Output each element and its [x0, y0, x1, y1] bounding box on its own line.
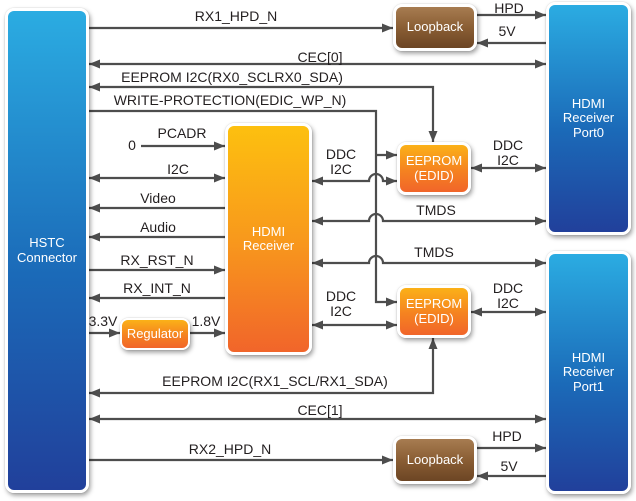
eeprom-top-label-line1: EEPROM	[405, 153, 463, 168]
regulator-label: Regulator	[126, 325, 184, 341]
signal-label-tmds-port0: TMDS	[416, 202, 456, 218]
signal-label-eeprom-i2c-rx0: EEPROM I2C(RX0_SCLRX0_SDA)	[121, 69, 343, 85]
block-hdmi-receiver-port0: HDMI Receiver Port0	[546, 2, 631, 235]
port1-label-line1: HDMI	[571, 349, 606, 365]
eeprom-bottom-label-line2: (EDID)	[414, 310, 454, 326]
signal-label-cec1: CEC[1]	[297, 402, 343, 418]
ddc-line: DDC	[492, 137, 524, 153]
signal-label-audio: Audio	[140, 219, 176, 235]
signal-label-video: Video	[140, 190, 176, 206]
signal-label-hpd-top: HPD	[494, 0, 524, 16]
signal-label-5v-bottom: 5V	[500, 458, 518, 474]
signal-label-5v-top: 5V	[498, 23, 516, 39]
signal-label-ddc-i2c-receiver-top: DDC I2C	[326, 147, 356, 177]
line-eeprom-i2c-rx0	[89, 82, 438, 142]
block-hstc-connector: HSTC Connector	[5, 8, 89, 493]
i2c-line: I2C	[330, 303, 352, 319]
signal-label-rx1-hpd-n: RX1_HPD_N	[194, 8, 278, 24]
signal-label-3v3: 3.3V	[88, 313, 118, 329]
block-hdmi-receiver: HDMI Receiver	[225, 123, 312, 355]
hstc-connector-label-line2: Connector	[17, 249, 77, 265]
signal-label-tmds-port1: TMDS	[414, 244, 454, 260]
line-tmds-port0	[312, 212, 546, 226]
i2c-line: I2C	[497, 152, 519, 168]
loopback-top-label: Loopback	[406, 19, 464, 35]
port1-label-line2: Receiver	[562, 364, 615, 380]
signal-label-rx-rst-n: RX_RST_N	[120, 252, 194, 268]
signal-label-ddc-i2c-port0: DDC I2C	[493, 138, 523, 168]
block-hdmi-receiver-port1: HDMI Receiver Port1	[546, 251, 631, 494]
hdmi-receiver-label-line2: Receiver	[242, 238, 295, 253]
ddc-line: DDC	[325, 288, 357, 304]
i2c-line: I2C	[330, 161, 352, 177]
loopback-bottom-label: Loopback	[406, 451, 464, 467]
hstc-connector-label-line1: HSTC	[29, 235, 65, 250]
signal-label-rx2-hpd-n: RX2_HPD_N	[188, 441, 272, 457]
hdmi-receiver-label-line1: HDMI	[251, 223, 286, 239]
signal-label-rx-int-n: RX_INT_N	[123, 280, 191, 296]
signal-label-pcadr-value: 0	[128, 137, 136, 153]
port0-label-line1: HDMI	[571, 95, 606, 111]
eeprom-top-label-line2: (EDID)	[414, 167, 454, 183]
port1-label-line3: Port1	[572, 378, 605, 394]
signal-label-i2c: I2C	[167, 161, 189, 177]
signal-label-hpd-bottom: HPD	[492, 428, 522, 444]
i2c-line: I2C	[497, 295, 519, 311]
block-eeprom-edid-top: EEPROM (EDID)	[397, 142, 471, 195]
port0-label-line2: Receiver	[562, 110, 615, 126]
block-loopback-top: Loopback	[393, 4, 477, 51]
ddc-line: DDC	[325, 146, 357, 162]
signal-label-ddc-i2c-port1: DDC I2C	[493, 281, 523, 311]
signal-label-1v8: 1.8V	[191, 313, 221, 329]
eeprom-bottom-label-line1: EEPROM	[405, 296, 463, 311]
signal-label-pcadr: PCADR	[157, 125, 207, 141]
signal-label-eeprom-i2c-rx1: EEPROM I2C(RX1_SCL/RX1_SDA)	[162, 373, 388, 389]
ddc-line: DDC	[492, 280, 524, 296]
signal-label-ddc-i2c-receiver-bottom: DDC I2C	[326, 289, 356, 319]
line-eeprom-i2c-rx1	[89, 338, 438, 398]
block-loopback-bottom: Loopback	[393, 436, 477, 484]
port0-label-line3: Port0	[572, 124, 605, 140]
block-eeprom-edid-bottom: EEPROM (EDID)	[397, 285, 471, 338]
block-regulator: Regulator	[120, 318, 190, 350]
line-tmds-port1	[312, 254, 546, 268]
line-ddc-receiver-eeprom-top	[312, 172, 397, 186]
signal-label-write-protection: WRITE-PROTECTION(EDIC_WP_N)	[113, 92, 347, 108]
signal-label-cec0: CEC[0]	[297, 49, 343, 65]
